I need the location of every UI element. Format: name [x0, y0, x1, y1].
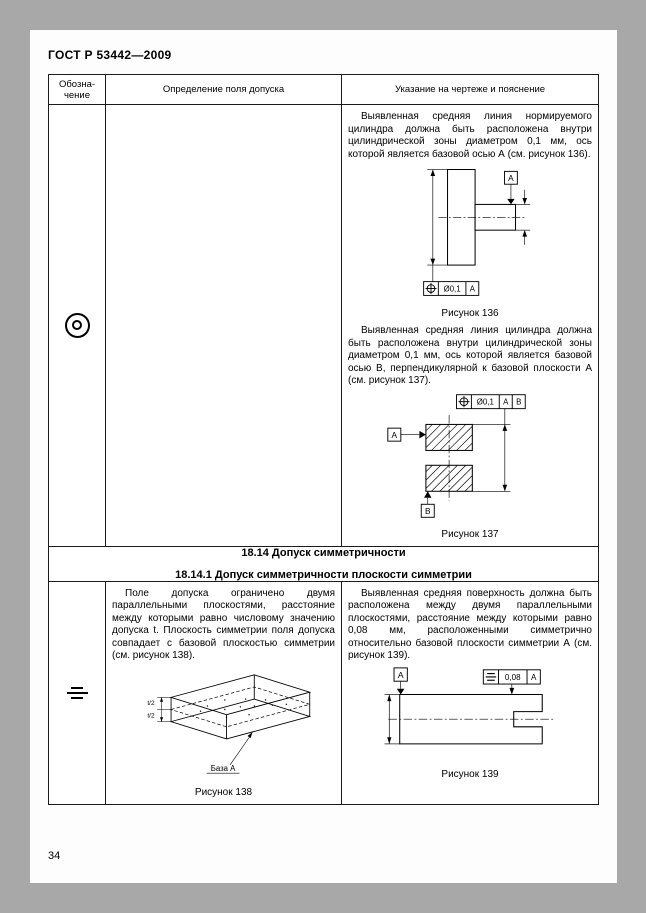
median-plane: [169, 686, 311, 727]
explanation-cell: Выявленная средняя поверхность должна бы…: [341, 580, 599, 805]
definition-paragraph: Поле допуска ограничено двумя параллельн…: [112, 587, 335, 662]
section-header-row: 18.14 Допуск симметричности 18.14.1 Допу…: [48, 545, 599, 582]
symmetry-row: Поле допуска ограничено двумя параллельн…: [48, 580, 599, 805]
figure-136: А Ø0,1 А: [342, 164, 598, 319]
median-plane-dots: [199, 697, 288, 718]
datum-b-label: В: [425, 506, 431, 516]
feature-control-frame: Ø0,1 А В: [456, 393, 526, 409]
position-symbol-icon: [458, 395, 470, 407]
fcf-value: 0,08: [504, 673, 520, 682]
fcf-datum-1: А: [503, 397, 509, 406]
symmetry-bar-middle: [66, 691, 88, 694]
symmetry-bar-bottom: [71, 696, 83, 699]
arrowhead: [521, 230, 527, 237]
arrowhead: [521, 198, 527, 205]
symmetry-bar-top: [71, 686, 83, 689]
arrowhead: [508, 687, 514, 694]
fcf-value: Ø0,1: [443, 285, 460, 294]
indication-cell: Выявленная средняя линия нормируемого ци…: [341, 104, 599, 547]
arrowhead: [430, 258, 435, 266]
symmetry-symbol-cell: [48, 580, 106, 805]
right-dimension: [472, 423, 511, 492]
figure-138: t/2 t/2 База А Рисунок 138: [106, 666, 341, 798]
hatching: [425, 423, 473, 492]
arrowhead: [386, 736, 391, 744]
t-half-label-1: t/2: [147, 700, 155, 707]
fcf-value: Ø0,1: [477, 397, 494, 406]
figure-136-caption: Рисунок 136: [441, 308, 499, 319]
fcf-datum: А: [469, 285, 475, 294]
explanation-paragraph: Выявленная средняя поверхность должна бы…: [348, 587, 592, 662]
datum-a-flag: А: [393, 666, 408, 694]
arrowhead: [159, 716, 164, 722]
doc-header: ГОСТ Р 53442—2009: [48, 48, 172, 62]
arrowhead: [430, 169, 435, 176]
figure-138-drawing: t/2 t/2 База А: [147, 673, 312, 774]
section-header-cell: 18.14 Допуск симметричности 18.14.1 Допу…: [48, 545, 599, 582]
section-title: 18.14 Допуск симметричности: [241, 546, 406, 559]
datum-a-flag: А: [387, 427, 426, 442]
header-designation-line1: Обозна-: [58, 78, 96, 90]
symmetry-symbol-small-icon: [485, 672, 496, 681]
datum-a-label: А: [397, 669, 403, 679]
symmetry-symbol-icon: [49, 686, 105, 699]
header-definition: Определение поля допуска: [105, 74, 342, 105]
table-header-row: Обозна- чение Определение поля допуска У…: [48, 74, 599, 105]
feature-control-frame: Ø0,1 А: [422, 281, 479, 296]
left-dimension: [426, 169, 448, 282]
header-designation: Обозна- чение: [48, 74, 106, 105]
arrowhead: [159, 696, 164, 702]
header-designation-line2: чение: [63, 89, 91, 101]
left-dimension: [384, 693, 400, 744]
tolerance-table: Обозна- чение Определение поля допуска У…: [48, 74, 599, 805]
paragraph-fig136: Выявленная средняя линия нормируемого ци…: [348, 111, 592, 160]
header-indication: Указание на чертеже и пояснение: [341, 74, 599, 105]
datum-a-label: А: [392, 429, 398, 439]
section-subtitle: 18.14.1 Допуск симметричности плоскости …: [175, 568, 472, 581]
arrowhead: [386, 694, 391, 701]
base-a-label: База А: [211, 764, 236, 773]
concentricity-row: Выявленная средняя линия нормируемого ци…: [48, 104, 599, 547]
paragraph-fig137: Выявленная средняя линия цилиндра должна…: [348, 325, 592, 386]
position-symbol-icon: [424, 283, 436, 295]
datum-b-flag: В: [420, 490, 435, 518]
concentricity-symbol-icon: [64, 312, 90, 338]
document-page: ГОСТ Р 53442—2009 Обозна- чение Определе…: [30, 30, 617, 883]
figure-139-drawing: А 0,08: [384, 666, 556, 744]
figure-137: Ø0,1 А В: [342, 391, 598, 540]
concentricity-inner-circle: [72, 320, 82, 331]
tolerance-planes: [169, 673, 312, 739]
figure-138-caption: Рисунок 138: [194, 786, 253, 798]
fcf-datum: А: [530, 673, 536, 682]
datum-a-label: А: [508, 174, 514, 183]
figure-136-drawing: А Ø0,1 А: [422, 169, 530, 296]
arrowhead: [502, 423, 508, 431]
figure-137-caption: Рисунок 137: [441, 528, 499, 540]
figure-137-drawing: Ø0,1 А В: [387, 393, 526, 518]
figure-139-caption: Рисунок 139: [441, 768, 499, 780]
base-a-callout: База А: [206, 731, 253, 774]
t-half-dimension: [157, 696, 172, 722]
t-half-label-2: t/2: [147, 712, 155, 719]
arrowhead: [502, 484, 508, 491]
page-number: 34: [48, 850, 61, 862]
fcf-datum-2: В: [516, 397, 521, 406]
definition-cell: Поле допуска ограничено двумя параллельн…: [105, 580, 342, 805]
datum-a-flag: А: [503, 170, 518, 205]
concentricity-symbol-cell: [48, 104, 106, 547]
figure-139: А 0,08: [342, 666, 598, 780]
definition-cell-empty: [105, 104, 342, 547]
feature-control-frame: 0,08 А: [482, 668, 541, 685]
